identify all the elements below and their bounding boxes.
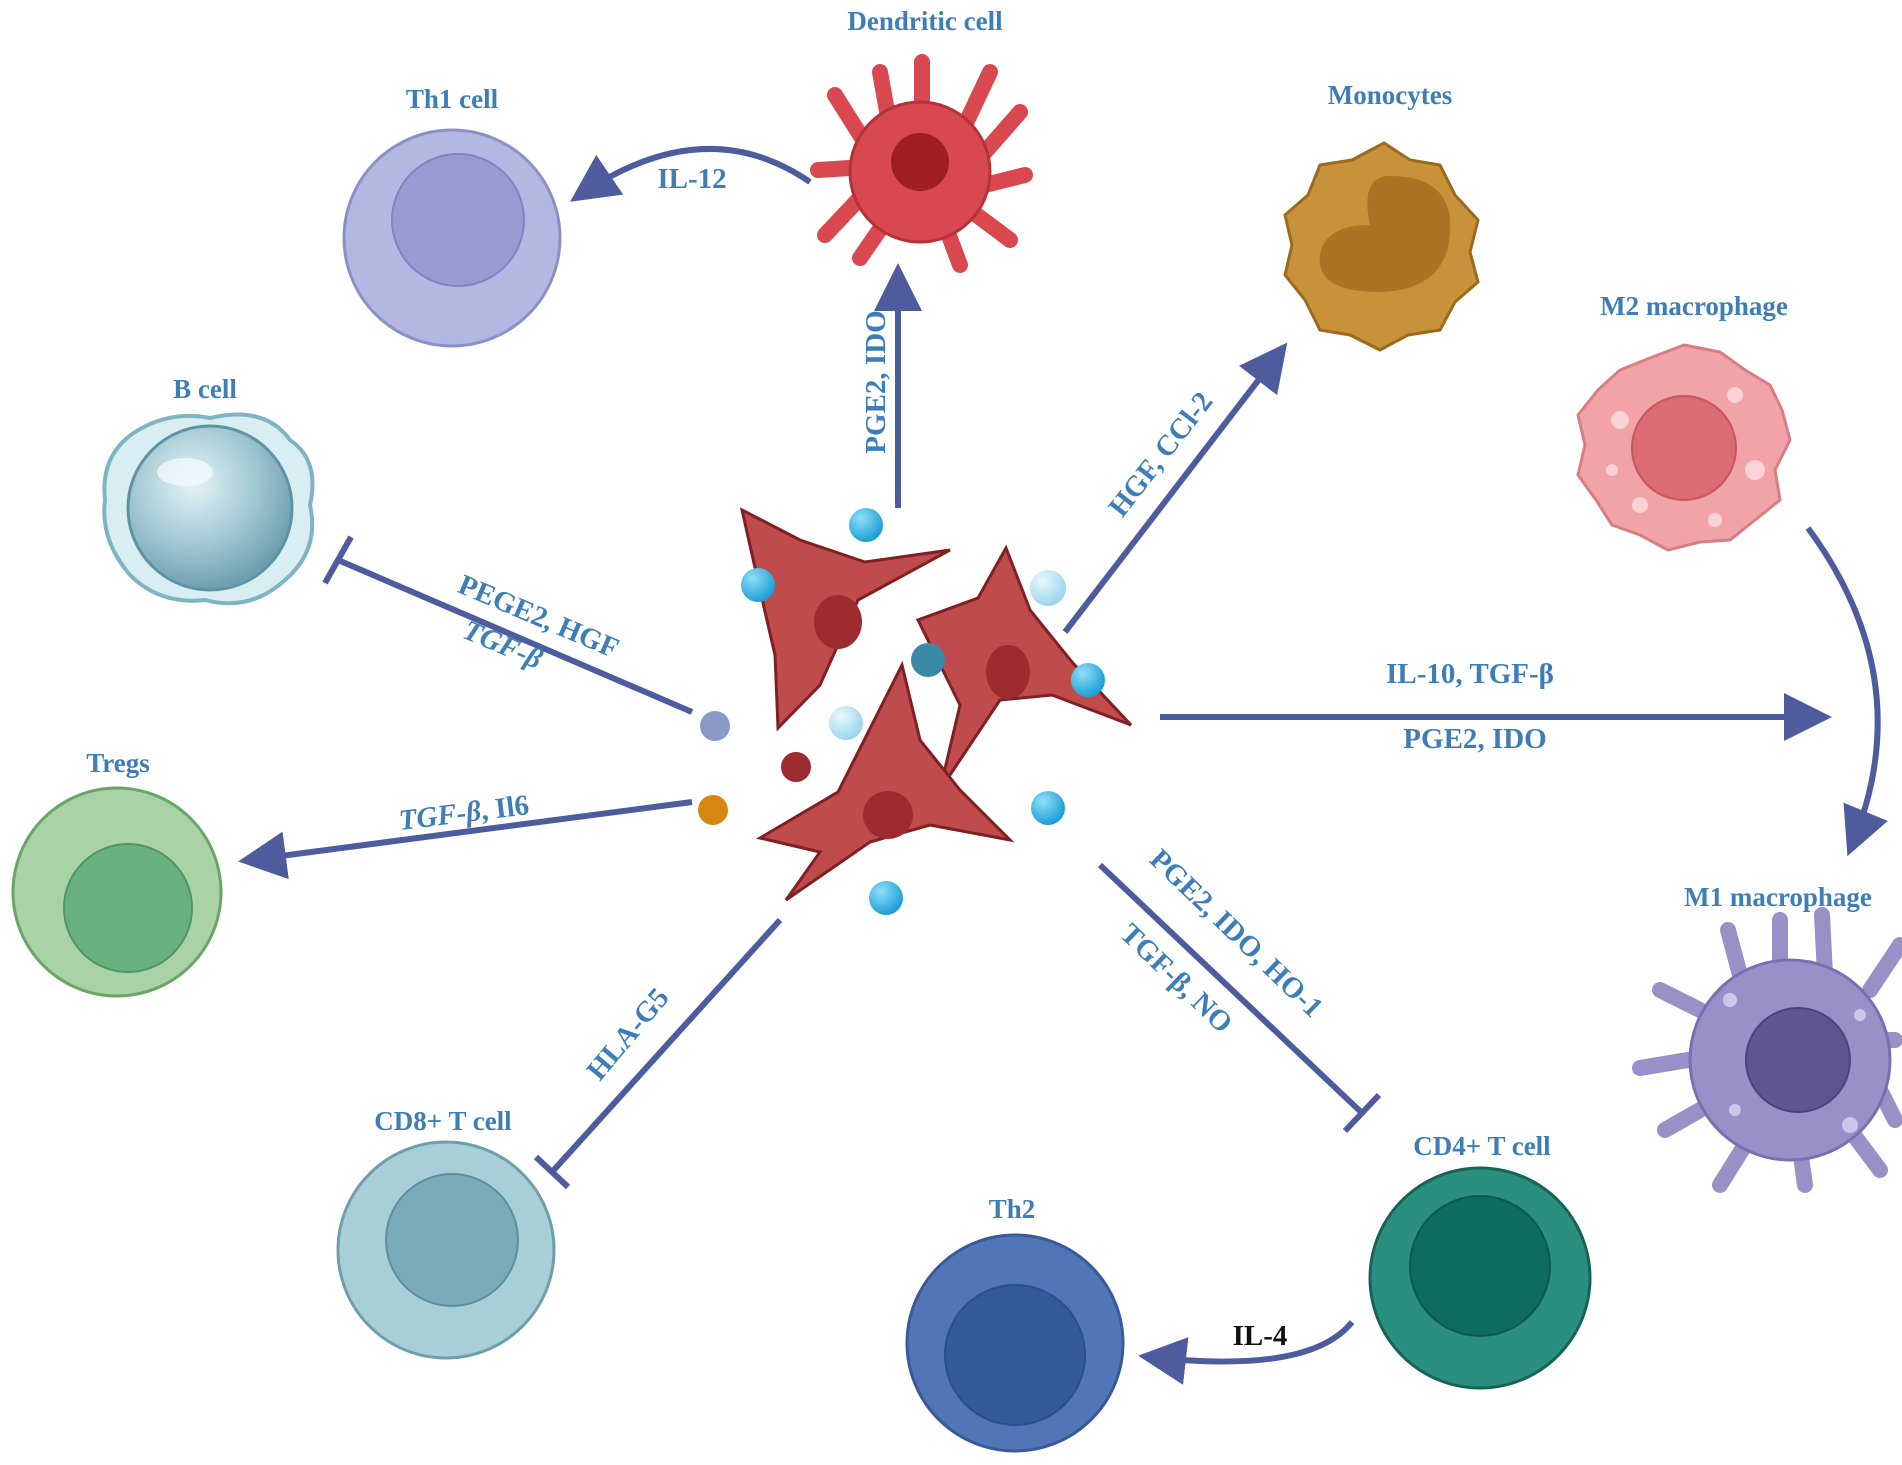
label-pge2-ido-macrophage: PGE2, IDO [1403, 723, 1546, 755]
label-il4: IL-4 [1233, 1320, 1288, 1352]
msc-nucleus-1 [814, 595, 862, 649]
inhibit-msc-to-cd4 [1097, 862, 1365, 1116]
arrow-m2-to-m1 [1805, 526, 1888, 857]
monocyte-cell [1283, 141, 1480, 352]
msc-nucleus-3 [863, 791, 913, 839]
factor-dot [911, 643, 945, 677]
label-m1-macrophage: M1 macrophage [1684, 882, 1872, 912]
cd4-t-cell [1368, 1166, 1592, 1390]
arrow-dc-to-th1 [570, 146, 812, 202]
secreted-factors [698, 508, 1105, 915]
factor-dot [849, 508, 883, 542]
factor-dot [869, 881, 903, 915]
factor-dot [741, 568, 775, 602]
inhibit-msc-to-cd8 [549, 917, 783, 1175]
factor-dot [1071, 663, 1105, 697]
factor-dot [700, 711, 730, 741]
factor-dot [829, 706, 863, 740]
arrow-msc-to-monocytes [1062, 342, 1288, 634]
label-dendritic-cell: Dendritic cell [847, 6, 1003, 36]
cd8-t-cell [336, 1140, 556, 1360]
dendritic-cell [810, 54, 1033, 273]
factor-dot [1030, 570, 1066, 606]
m1-macrophage-cell [1632, 907, 1902, 1193]
label-tregs: Tregs [86, 748, 150, 778]
label-il10-tgfb: IL-10, TGF-β [1386, 658, 1554, 690]
th1-cell [342, 128, 562, 348]
label-pge2-ido-up: PGE2, IDO [860, 310, 892, 453]
label-il12: IL-12 [657, 163, 726, 195]
factor-dot [1031, 791, 1065, 825]
label-cd8-t-cell: CD8+ T cell [374, 1106, 512, 1136]
label-th2: Th2 [989, 1194, 1036, 1224]
inhibit-bar-bcell [322, 535, 354, 585]
msc-nucleus-2 [986, 645, 1030, 699]
inhibit-bar-cd4 [1342, 1092, 1382, 1134]
msc-cluster [739, 507, 1133, 902]
label-hla-g5: HLA-G5 [581, 982, 676, 1086]
inhibit-msc-to-bcell [336, 557, 694, 715]
label-cd4-t-cell: CD4+ T cell [1413, 1131, 1551, 1161]
arrow-msc-to-tregs [238, 799, 693, 880]
factor-dot [781, 752, 811, 782]
factor-dot [698, 795, 728, 825]
inhibit-bar-cd8 [533, 1154, 571, 1190]
msc-cell-3 [756, 660, 1015, 902]
b-cell [102, 412, 315, 606]
tregs-cell [11, 786, 223, 998]
label-il6: , Il6 [479, 789, 531, 827]
label-b-cell: B cell [173, 374, 237, 404]
m2-macrophage-cell [1576, 343, 1792, 552]
th2-cell [905, 1233, 1125, 1453]
arrow-cd4-to-th2 [1138, 1320, 1355, 1385]
label-m2-macrophage: M2 macrophage [1600, 291, 1788, 321]
label-th1-cell: Th1 cell [406, 84, 499, 114]
label-monocytes: Monocytes [1328, 80, 1452, 110]
